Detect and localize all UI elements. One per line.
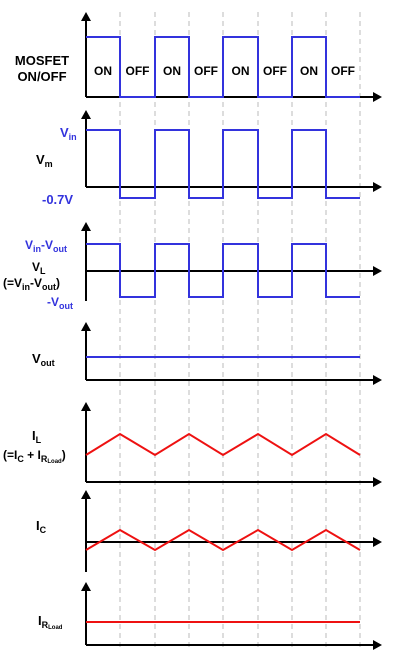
vl-waveform [86,243,360,298]
mosfet-state-7: ON [300,64,318,78]
vl-equation-label: (=Vin-Vout) [3,276,60,292]
vl-low-level-label: -Vout [47,295,73,311]
ic-x-axis-arrow [373,537,382,547]
mosfet-state-4: OFF [194,64,218,78]
il-waveform [85,432,361,457]
irload-y-axis-arrow [81,582,91,591]
vl-y-axis-arrow [81,222,91,231]
vm-waveform [86,129,360,199]
vm-high-level-label: Vin [60,125,77,142]
vm-x-axis-arrow [373,182,382,192]
vm-y-axis-arrow [81,110,91,119]
mosfet-state-6: OFF [263,64,287,78]
timing-grid-lines [119,12,361,650]
mosfet-state-2: OFF [126,64,150,78]
mosfet-state-3: ON [163,64,181,78]
ic-waveform [85,528,361,552]
vl-axis-label: VL [32,260,46,276]
axes [81,12,382,650]
mosfet-y-axis-arrow [81,12,91,21]
vout-y-axis-arrow [81,322,91,331]
mosfet-state-labels: ON OFF ON OFF ON OFF ON OFF [94,64,355,78]
il-y-axis-arrow [81,402,91,411]
mosfet-state-1: ON [94,64,112,78]
mosfet-gate-waveform [86,36,360,98]
mosfet-state-5: ON [232,64,250,78]
mosfet-x-axis-arrow [373,92,382,102]
il-axis-label: IL [32,428,42,445]
ic-axis-label: IC [36,518,47,535]
il-x-axis-arrow [373,477,382,487]
vout-axis-label: Vout [32,351,55,368]
vm-axis-label: Vm [36,152,53,169]
mosfet-state-8: OFF [331,64,355,78]
mosfet-label-line1: MOSFET [15,53,69,68]
mosfet-label-line2: ON/OFF [17,69,66,84]
irload-axis-label: IRLoad [38,613,63,631]
irload-x-axis-arrow [373,640,382,650]
waveforms [85,36,361,623]
vl-x-axis-arrow [373,266,382,276]
vout-x-axis-arrow [373,375,382,385]
ic-y-axis-arrow [81,490,91,499]
il-equation-label: (=IC + IRLoad) [3,448,66,465]
vl-high-level-label: Vin-Vout [25,238,67,254]
vm-low-level-label: -0.7V [42,192,73,207]
